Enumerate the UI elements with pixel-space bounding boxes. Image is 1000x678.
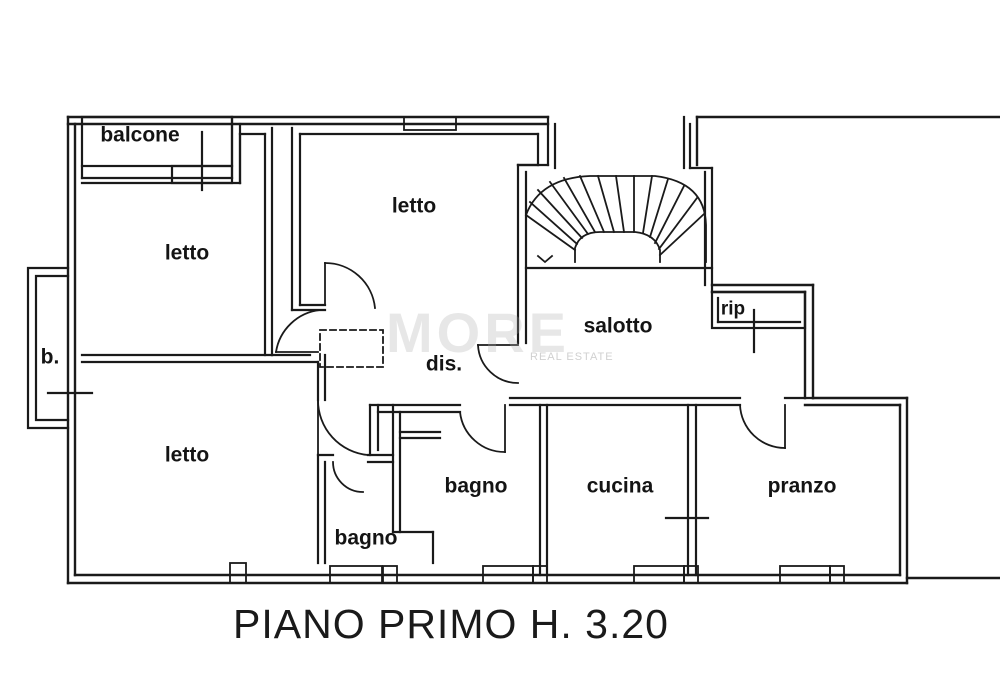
room-label-letto-nw: letto <box>164 241 210 265</box>
watermark-subtitle: REAL ESTATE <box>530 351 614 363</box>
staircase <box>524 174 707 264</box>
room-label-rip: rip <box>720 298 746 320</box>
floor-plan-title: PIANO PRIMO H. 3.20 <box>233 601 669 647</box>
room-label-b: b. <box>40 345 60 369</box>
balcony-walls <box>80 115 242 192</box>
room-label-dis: dis. <box>425 352 463 376</box>
interior-walls <box>80 115 815 577</box>
room-label-bagno: bagno <box>444 474 508 498</box>
room-label-letto-sw: letto <box>164 443 210 467</box>
door-swings <box>274 262 786 493</box>
room-label-balcone: balcone <box>100 123 180 147</box>
left-bay-walls <box>26 266 94 430</box>
room-label-salotto: salotto <box>583 314 653 338</box>
watermark-logo: MORE <box>386 301 570 364</box>
room-label-cucina: cucina <box>586 474 654 498</box>
room-label-bagno-small: bagno <box>334 526 398 550</box>
hatch-dashed <box>319 329 384 368</box>
room-label-letto-n: letto <box>391 194 437 218</box>
room-label-pranzo: pranzo <box>767 474 837 498</box>
